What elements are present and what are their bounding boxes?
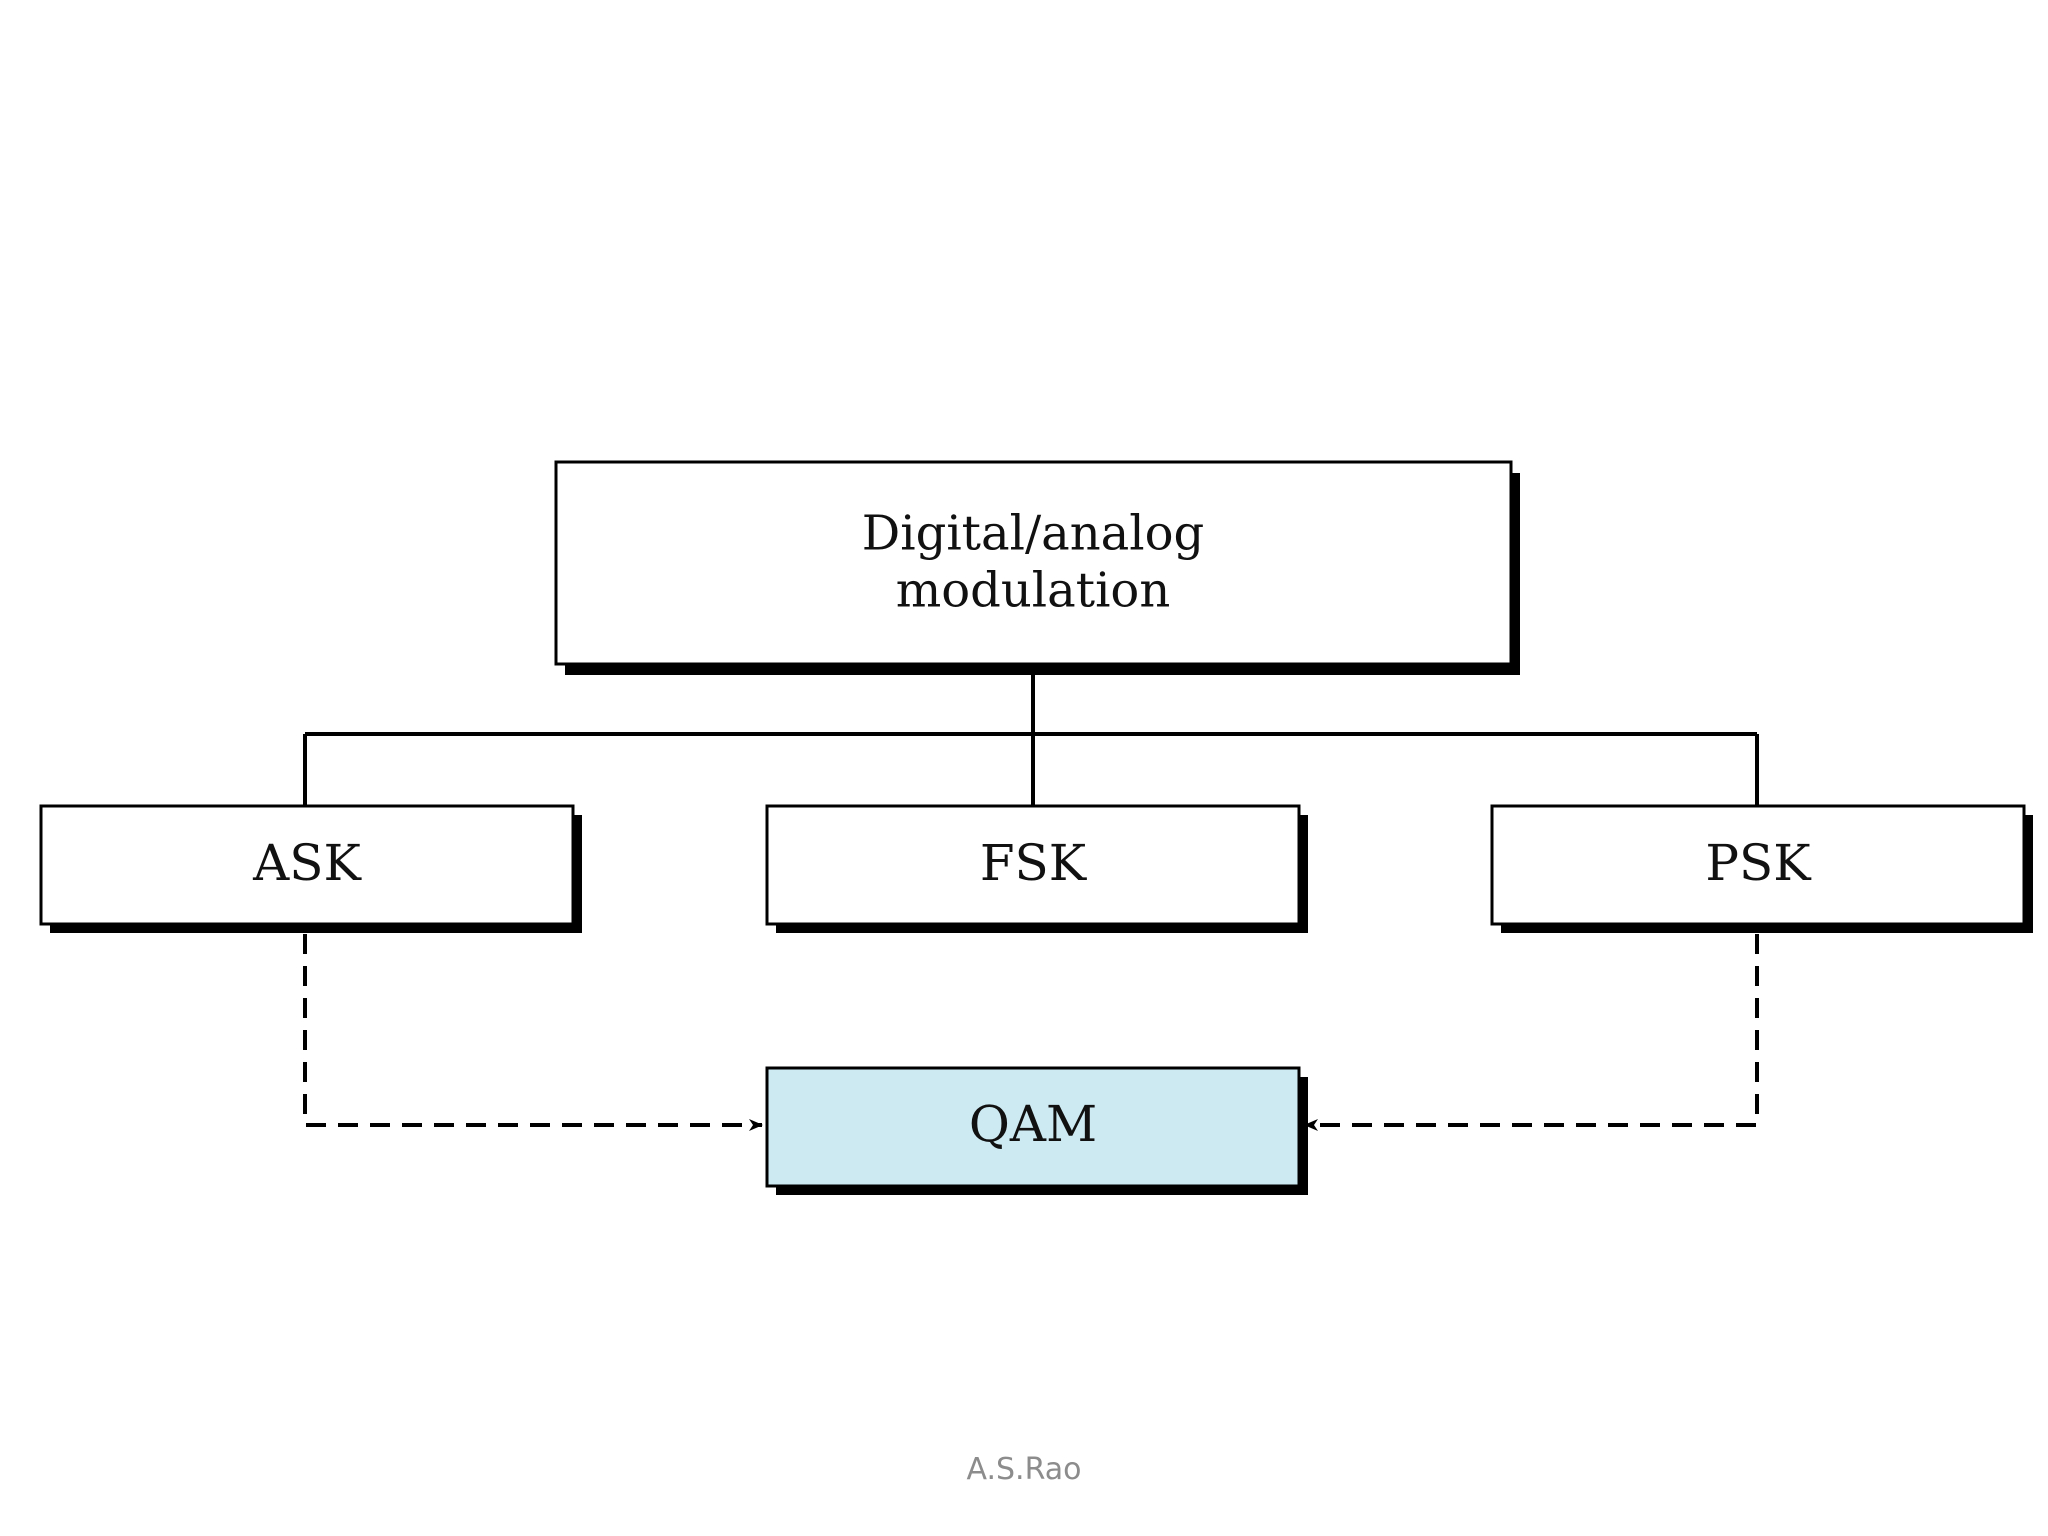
root-node-box bbox=[554, 460, 1513, 666]
qam-node-label: QAM bbox=[969, 1095, 1097, 1153]
ask-node: ASK bbox=[39, 804, 582, 933]
fsk-node-box bbox=[765, 804, 1301, 926]
psk-node: PSK bbox=[1490, 804, 2033, 933]
psk-node-label: PSK bbox=[1705, 834, 1812, 892]
psk-to-qam-arrow bbox=[1304, 934, 1759, 1131]
fsk-node-label: FSK bbox=[980, 834, 1088, 892]
ask-to-qam-arrow bbox=[303, 934, 763, 1131]
root-node-label-line1: Digital/analog bbox=[862, 506, 1204, 562]
psk-node-box bbox=[1490, 804, 2026, 926]
root-node-label-line2: modulation bbox=[896, 563, 1170, 619]
ask-node-box bbox=[39, 804, 575, 926]
fsk-node: FSK bbox=[765, 804, 1308, 933]
ask-node-label: ASK bbox=[252, 834, 362, 892]
qam-node-box bbox=[765, 1066, 1301, 1188]
qam-node: QAM bbox=[765, 1066, 1308, 1195]
root-node: Digital/analog modulation bbox=[554, 460, 1520, 675]
footer-credit: A.S.Rao bbox=[966, 1452, 1082, 1487]
dashed-connectors bbox=[303, 934, 1759, 1131]
tree-connectors bbox=[303, 675, 1759, 806]
